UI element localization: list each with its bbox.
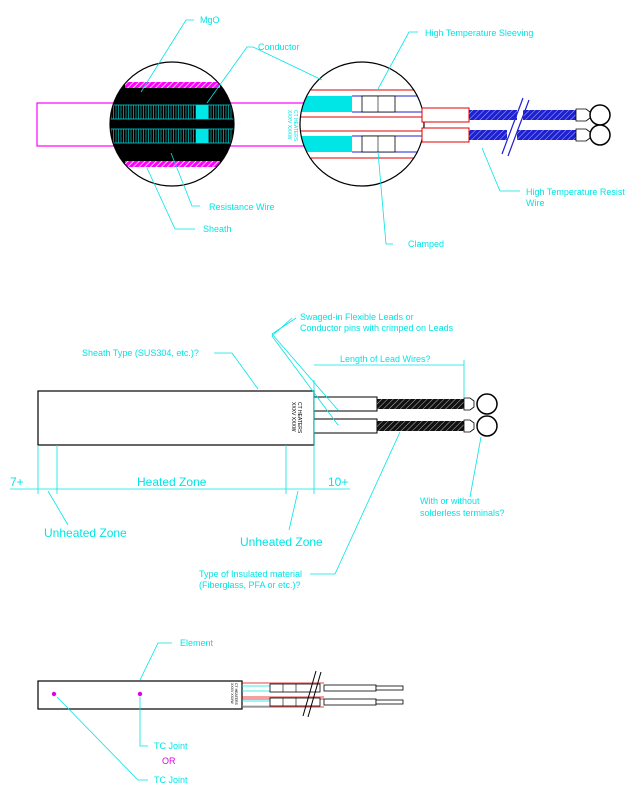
label-high-temp-resist-wire-1: High Temperature Resist <box>526 187 625 197</box>
sheath-hatch-top <box>125 82 220 88</box>
magnified-lead-exit <box>300 62 424 186</box>
label-sheath-type: Sheath Type (SUS304, etc.)? <box>82 348 199 358</box>
braided-wire-upper-b <box>523 110 576 120</box>
marking-text-1: CT HEATERS <box>296 402 302 434</box>
clamp-upper <box>269 683 321 693</box>
label-high-temp-resist-wire-2: Wire <box>526 198 545 208</box>
label-tc-joint-1: TC Joint <box>154 741 188 751</box>
braided-wire-lower-b <box>517 130 576 140</box>
label-terminals-1: With or without <box>420 496 480 506</box>
sleeving-lower <box>421 127 470 143</box>
break-mark <box>302 670 317 717</box>
label-conductor: Conductor <box>258 42 300 52</box>
label-clamped: Clamped <box>408 239 444 249</box>
sleeving-upper <box>421 107 470 123</box>
clamp-lower <box>361 135 396 153</box>
ring-terminal-upper <box>575 104 611 126</box>
label-mgo: MgO <box>200 15 220 25</box>
tc-joint-dot-1 <box>51 691 57 697</box>
marking-text-2: XXXV XXXW <box>290 402 296 432</box>
label-tc-joint-2: TC Joint <box>154 775 188 785</box>
ring-terminal-lower <box>463 415 498 437</box>
tc-joint-dot-2 <box>137 691 143 697</box>
label-insulation-1: Type of Insulated material <box>199 569 302 579</box>
dim-right-value: 10+ <box>328 475 348 489</box>
conductor-lower <box>196 129 208 143</box>
lead-upper <box>323 684 377 692</box>
ring-terminal-lower <box>575 124 611 146</box>
clamp-lower <box>269 697 321 707</box>
label-unheated-zone-left: Unheated Zone <box>44 526 127 540</box>
label-or: OR <box>162 756 176 766</box>
label-high-temp-sleeving: High Temperature Sleeving <box>425 28 533 38</box>
label-insulation-2: (Fiberglass, PFA or etc.)? <box>199 580 301 590</box>
marking-text-2: XXXV XXXW <box>286 110 292 140</box>
resistance-wire-upper <box>110 105 234 119</box>
mgo-fill <box>110 83 234 165</box>
ring-terminal-upper <box>463 393 498 415</box>
conductor-upper <box>196 105 208 119</box>
label-swaged-leads-1: Swaged-in Flexible Leads or <box>300 312 414 322</box>
magnifier-circle-1 <box>109 61 235 187</box>
label-resistance-wire: Resistance Wire <box>209 202 275 212</box>
marking-text-1: CT HEATERS <box>234 683 238 706</box>
marking-text-2: XXXV XXXW <box>230 683 234 704</box>
sheath-marking: CT HEATERS XXXV XXXW <box>290 402 302 434</box>
sheath-hatch-bottom <box>125 161 220 167</box>
pin-lower <box>375 699 404 705</box>
element-marking: CT HEATERS XXXV XXXW <box>230 683 238 706</box>
bottom-tc-diagram: CT HEATERS XXXV XXXW Element TC Joint OR… <box>37 638 404 785</box>
label-terminals-2: solderless terminals? <box>420 508 505 518</box>
lead-lower <box>323 698 377 706</box>
middle-dimension-diagram: CT HEATERS XXXV XXXW 7+ Heated Zone 10+ … <box>10 312 505 590</box>
magnified-section-internal <box>110 62 234 186</box>
clamp-upper <box>361 95 396 113</box>
label-heated-zone: Heated Zone <box>137 475 207 489</box>
braided-wire-upper-a <box>469 110 517 120</box>
top-cross-section-diagram: CT HEATERS XXXV XXXW <box>36 15 625 249</box>
label-sheath: Sheath <box>203 224 232 234</box>
dim-left-value: 7+ <box>10 475 24 489</box>
sheath-marking: CT HEATERS XXXV XXXW <box>286 110 298 142</box>
heater-sheath <box>37 390 315 446</box>
label-swaged-leads-2: Conductor pins with crimped on Leads <box>300 323 454 333</box>
braided-lead-lower <box>377 421 464 431</box>
resistance-wire-lower <box>110 129 234 143</box>
lead-sleeve-upper <box>313 396 378 412</box>
break-mark <box>501 97 524 155</box>
marking-text-1: CT HEATERS <box>292 110 298 142</box>
braided-wire-lower-a <box>469 130 507 140</box>
label-element: Element <box>180 638 214 648</box>
label-unheated-zone-right: Unheated Zone <box>240 535 323 549</box>
magnifier-circle-2 <box>299 61 425 187</box>
lead-sleeve-lower <box>313 418 378 434</box>
braided-lead-upper <box>377 399 464 409</box>
pin-upper <box>375 685 404 691</box>
label-length-of-lead-wires: Length of Lead Wires? <box>340 354 431 364</box>
